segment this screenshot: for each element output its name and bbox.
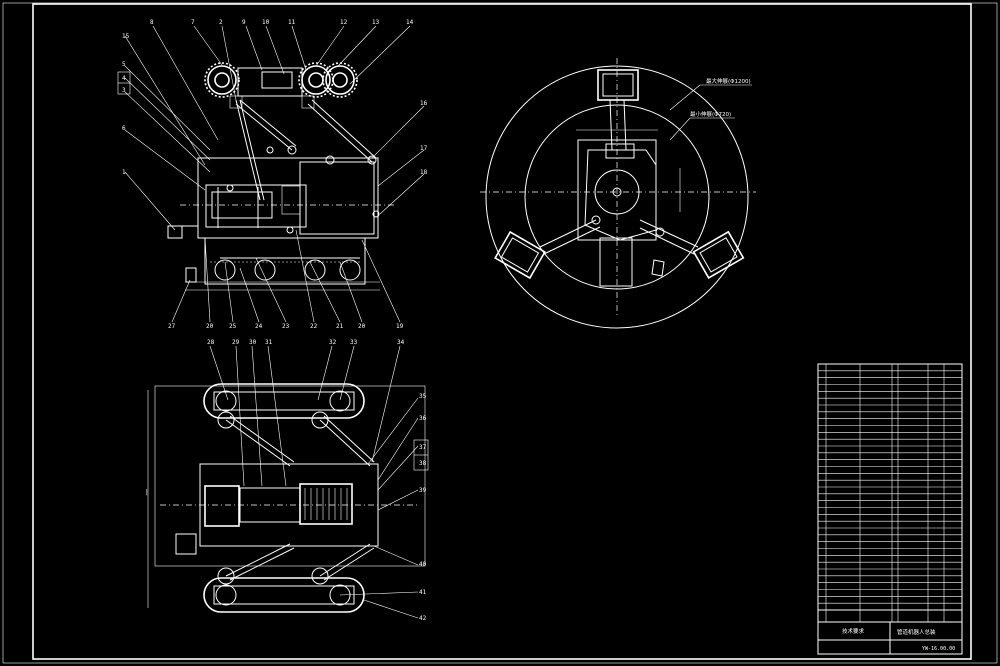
max-extension-label: 最大伸展(Φ1200)	[706, 77, 751, 85]
svg-text:11: 11	[288, 19, 296, 26]
svg-text:21: 21	[336, 323, 344, 330]
svg-text:36: 36	[419, 415, 427, 422]
svg-text:37: 37	[419, 444, 427, 451]
svg-text:2: 2	[219, 19, 223, 26]
drawing-number: YW-16.00.00	[922, 646, 955, 652]
svg-text:17: 17	[420, 145, 428, 152]
svg-text:33: 33	[350, 339, 358, 346]
svg-text:32: 32	[329, 339, 337, 346]
svg-text:20: 20	[358, 323, 366, 330]
svg-text:|: |	[145, 489, 149, 496]
front-right-callouts: 16 17 18	[420, 100, 428, 176]
plan-top-callouts: 28 29 30 31 32 33 34	[207, 339, 405, 346]
svg-text:35: 35	[419, 393, 427, 400]
svg-text:12: 12	[340, 19, 348, 26]
svg-text:39: 39	[419, 487, 427, 494]
svg-text:22: 22	[310, 323, 318, 330]
plan-right-leaders	[339, 397, 419, 619]
max-extension-circle	[485, 65, 749, 329]
front-top-callouts: 8 7 2 9 10 11 12 13 14	[150, 19, 414, 26]
svg-text:41: 41	[419, 589, 427, 596]
svg-text:34: 34	[397, 339, 405, 346]
svg-text:27: 27	[168, 323, 176, 330]
svg-text:31: 31	[265, 339, 273, 346]
svg-text:42: 42	[419, 615, 427, 622]
front-view: 8 7 2 9 10 11 12 13 14 15 5 4 3 6 1 16 1…	[117, 19, 428, 330]
svg-text:14: 14	[406, 19, 414, 26]
front-bottom-leaders	[171, 229, 401, 323]
svg-text:1: 1	[122, 169, 126, 176]
svg-text:29: 29	[232, 339, 240, 346]
drawing-title: 管道机器人总装	[897, 628, 936, 636]
svg-text:7: 7	[191, 19, 195, 26]
svg-text:15: 15	[122, 33, 130, 40]
side-view: 最大伸展(Φ1200) 最小伸展(Φ720)	[480, 58, 756, 329]
svg-text:10: 10	[262, 19, 270, 26]
parts-list-and-title-block: 技术要求 管道机器人总装 YW-16.00.00	[817, 363, 963, 655]
svg-text:24: 24	[255, 323, 263, 330]
top-track	[203, 383, 365, 419]
svg-text:28: 28	[207, 339, 215, 346]
svg-text:8: 8	[150, 19, 154, 26]
svg-text:23: 23	[282, 323, 290, 330]
svg-text:16: 16	[420, 100, 428, 107]
plan-right-callouts: 35 36 37 38 39 40 41 42	[413, 393, 429, 622]
svg-text:18: 18	[420, 169, 428, 176]
svg-text:3: 3	[122, 87, 126, 94]
front-right-leaders	[371, 105, 425, 215]
bottom-track	[203, 577, 365, 613]
svg-text:6: 6	[122, 125, 126, 132]
svg-text:4: 4	[122, 75, 126, 82]
svg-text:40: 40	[419, 561, 427, 568]
front-body-frame	[197, 157, 379, 239]
front-left-callouts: 15 5 4 3 6 1	[117, 33, 131, 176]
svg-text:38: 38	[419, 460, 427, 467]
svg-text:30: 30	[249, 339, 257, 346]
min-extension-label: 最小伸展(Φ720)	[690, 110, 731, 118]
svg-text:25: 25	[229, 323, 237, 330]
plan-top-leaders	[209, 345, 401, 487]
svg-text:13: 13	[372, 19, 380, 26]
svg-text:9: 9	[242, 19, 246, 26]
front-bottom-callouts: 27 20 25 24 23 22 21 20 19	[168, 323, 404, 330]
front-left-leaders	[124, 65, 211, 231]
plan-view: | 28 29 30 31 32 33 34	[145, 339, 429, 622]
svg-text:5: 5	[122, 61, 126, 68]
front-top-leaders	[124, 25, 411, 166]
svg-text:19: 19	[396, 323, 404, 330]
svg-text:20: 20	[206, 323, 214, 330]
inner-border	[32, 3, 972, 660]
front-upper-wheels	[204, 62, 358, 98]
title-block-footer-label: 技术要求	[842, 627, 865, 635]
